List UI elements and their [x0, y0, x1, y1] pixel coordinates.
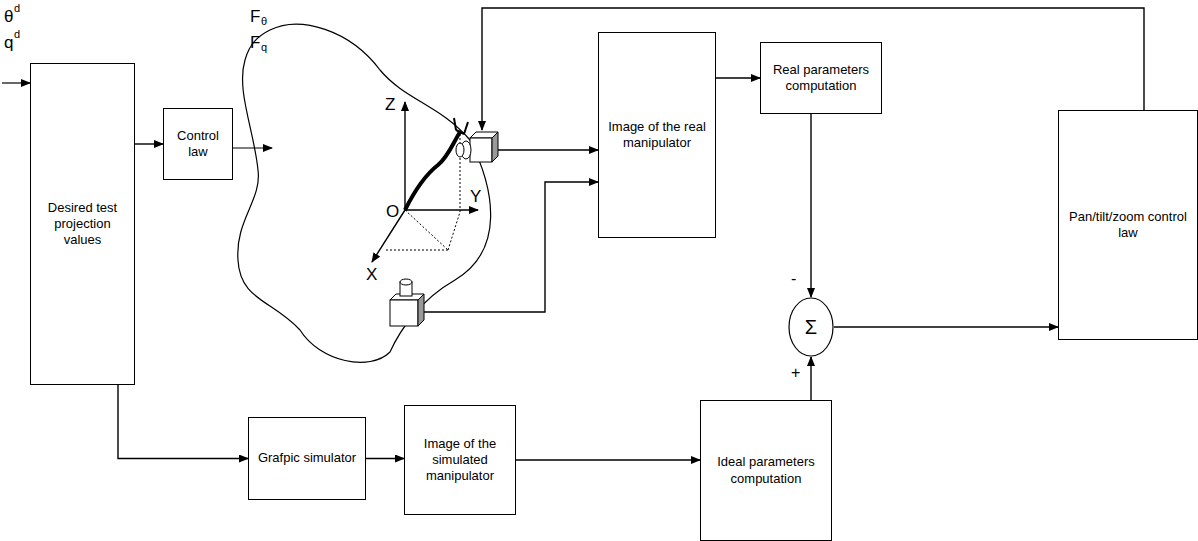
camera-bottom	[390, 279, 424, 326]
node-text: Grafpic simulator	[258, 450, 356, 466]
symbol-label: q	[261, 42, 267, 53]
symbol-label: θ	[4, 8, 13, 25]
symbol-label: d	[14, 3, 20, 14]
signal-arrow	[366, 458, 404, 459]
node-text: Ideal parameters computation	[707, 454, 825, 487]
manipulator-arm	[405, 132, 460, 210]
symbol-label: Y	[470, 188, 481, 205]
symbol-label: q	[4, 34, 13, 51]
signal-arrow	[810, 357, 811, 400]
node-text: Image of the simulated manipulator	[411, 436, 509, 485]
signal-arrow	[834, 326, 1058, 327]
simulator-box: Grafpic simulator	[248, 417, 366, 500]
node-text: Image of the real manipulator	[605, 119, 709, 152]
symbol-label: Z	[385, 96, 395, 113]
node-text: Desired test projection values	[37, 200, 128, 249]
sign-label: -	[789, 271, 798, 287]
symbol-label: θ	[261, 16, 267, 27]
feedback-wire	[482, 8, 1144, 130]
camera-wire	[498, 149, 598, 150]
input-arrow	[2, 82, 30, 83]
image-box: Image of the real manipulator	[598, 32, 716, 238]
axes	[372, 102, 478, 262]
summing-junction: Σ	[788, 297, 834, 357]
signal-arrow	[118, 385, 248, 459]
symbol-label: O	[386, 203, 399, 220]
symbol-label: F	[250, 34, 260, 51]
signal-arrow	[810, 114, 811, 297]
process-box: Control law	[163, 108, 233, 180]
node-text: Real parameters computation	[767, 62, 875, 95]
control-box: Pan/tilt/zoom control law	[1058, 110, 1198, 340]
gripper	[454, 118, 468, 134]
symbol-label: d	[14, 29, 20, 40]
command-arrow	[233, 147, 272, 148]
projection-dotted	[385, 130, 460, 250]
sign-label: +	[789, 365, 802, 381]
input-box: Desired test projection values	[30, 63, 135, 385]
camera-wire	[424, 182, 598, 312]
symbol-label: X	[366, 266, 377, 283]
process-box: Ideal parameters computation	[700, 400, 832, 541]
signal-arrow	[516, 459, 700, 460]
node-text: Pan/tilt/zoom control law	[1065, 209, 1191, 242]
node-text: Control law	[170, 128, 226, 161]
process-box: Real parameters computation	[760, 42, 882, 114]
signal-arrow	[716, 77, 760, 78]
signal-arrow	[135, 143, 163, 144]
image-box: Image of the simulated manipulator	[404, 405, 516, 515]
node-text: Σ	[805, 315, 817, 340]
symbol-label: F	[250, 8, 260, 25]
camera-top	[456, 132, 498, 162]
